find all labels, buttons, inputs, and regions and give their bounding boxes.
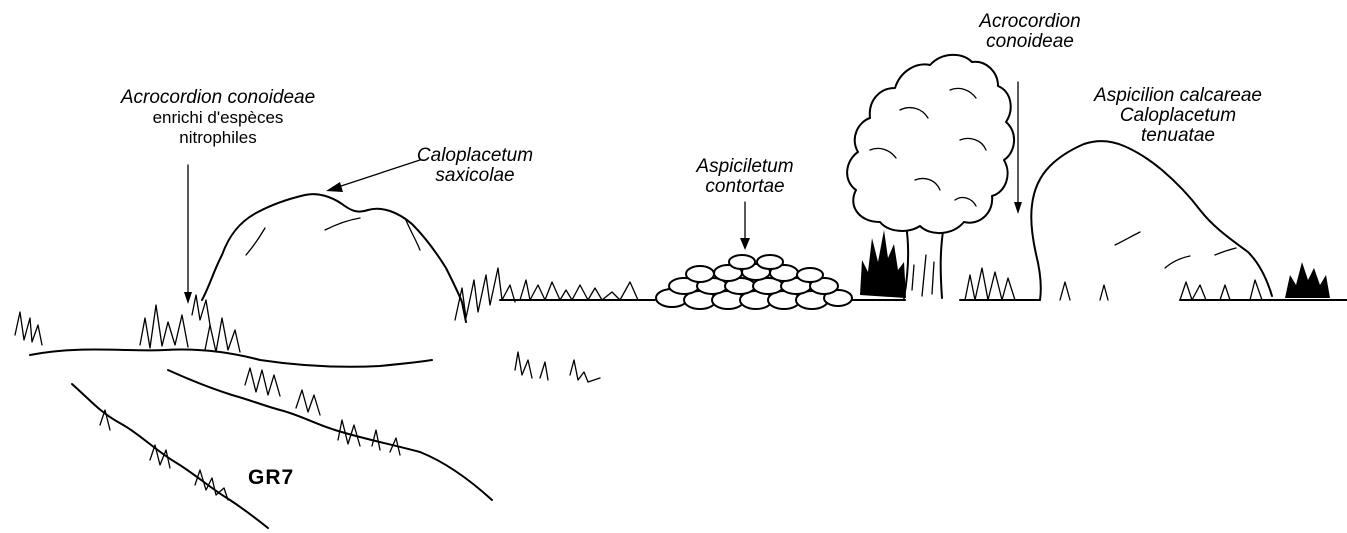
label-line: Acrocordion conoideae bbox=[88, 88, 348, 108]
label-line: Aspiciletum bbox=[670, 157, 820, 177]
bushes bbox=[860, 230, 1330, 298]
label-line: nitrophiles bbox=[88, 128, 348, 148]
right-boulder bbox=[1031, 141, 1272, 300]
label-line: Acrocordion bbox=[965, 12, 1095, 32]
label-line: enrichi d'espèces bbox=[88, 108, 348, 128]
label-aspiciletum-contortae: Aspiciletum contortae bbox=[670, 157, 820, 197]
label-aspicilion-calcareae: Aspicilion calcareae Caloplacetum tenuat… bbox=[1078, 86, 1278, 146]
label-acrocordion-conoideae: Acrocordion conoideae bbox=[965, 12, 1095, 52]
label-line: contortae bbox=[670, 177, 820, 197]
label-line: conoideae bbox=[965, 32, 1095, 52]
label-line: tenuatae bbox=[1078, 126, 1278, 146]
trail-label: GR7 bbox=[248, 466, 294, 490]
label-line: Aspicilion calcareae bbox=[1078, 86, 1278, 106]
left-grass bbox=[15, 268, 600, 500]
label-acrocordion-nitrophiles: Acrocordion conoideae enrichi d'espèces … bbox=[88, 88, 348, 148]
pebble-heap bbox=[656, 255, 852, 309]
label-line: saxicolae bbox=[400, 166, 550, 186]
trail-gr7 bbox=[30, 349, 492, 528]
label-caloplacetum-saxicolae: Caloplacetum saxicolae bbox=[400, 146, 550, 186]
left-boulder bbox=[202, 194, 466, 322]
label-line: Caloplacetum bbox=[400, 146, 550, 166]
label-line: Caloplacetum bbox=[1078, 106, 1278, 126]
